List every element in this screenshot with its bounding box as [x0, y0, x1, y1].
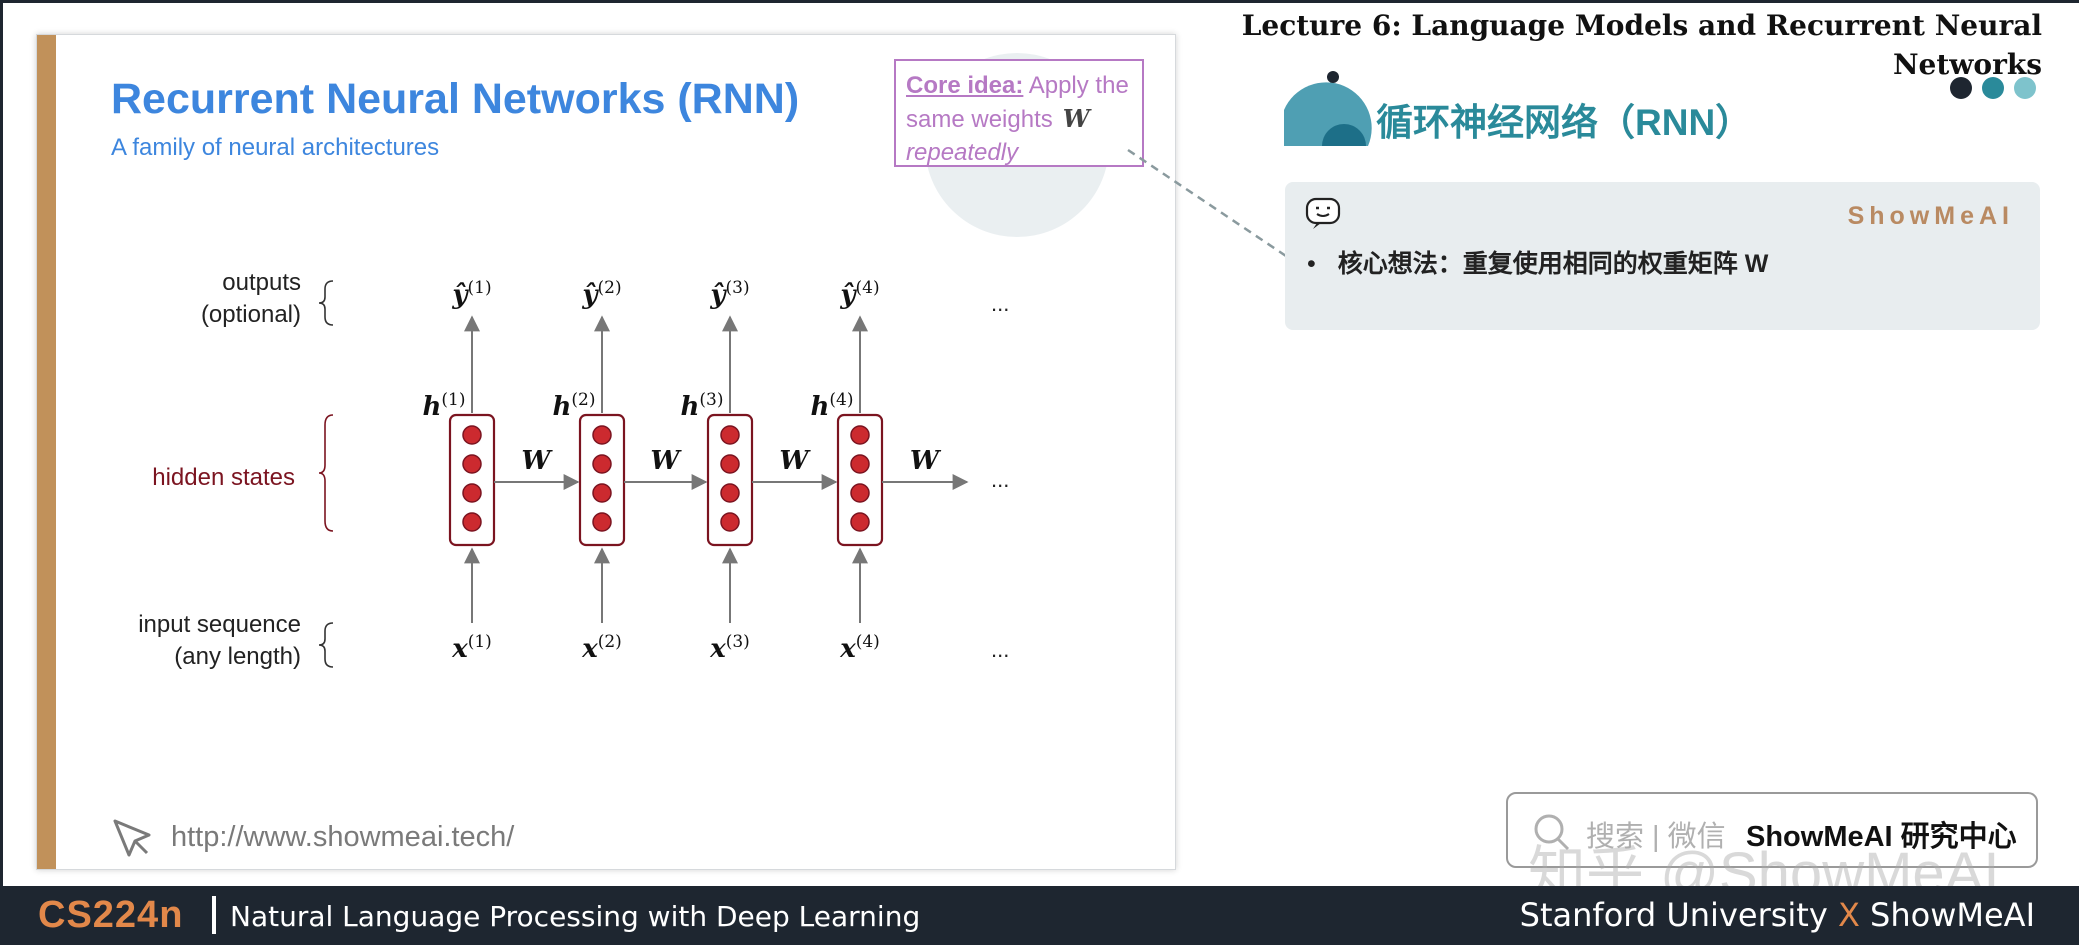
header-decoration: [1284, 71, 1372, 146]
core-idea-symbol: W: [1062, 104, 1090, 133]
hidden-label-3: h(3): [681, 390, 724, 422]
slide: Recurrent Neural Networks (RNN) A family…: [36, 34, 1176, 870]
weight-label-3: W: [779, 446, 811, 476]
neuron: [592, 512, 612, 532]
footer-brand: ShowMeAI: [1870, 896, 2035, 934]
frame-top: [0, 0, 2079, 3]
neuron: [592, 483, 612, 503]
note-bullet: •核心想法：重复使用相同的权重矩阵 W: [1307, 250, 1769, 278]
deco-dot-dark: [1950, 77, 1972, 99]
input-label-4: x(4): [839, 632, 880, 664]
output-label-2: ŷ(2): [581, 278, 621, 310]
input-label-3: x(3): [709, 632, 750, 664]
hidden-states-label: hidden states: [152, 464, 295, 491]
outputs-label: outputs: [222, 269, 301, 296]
hidden-cell-3: [706, 413, 754, 547]
neuron: [592, 454, 612, 474]
rnn-diagram: Wŷ(1) h(1) x(1) Wŷ(2) h(2) x(2) Wŷ(3) h(3) x(3) W…: [318, 278, 1010, 668]
search-prefix: 搜索 | 微信: [1586, 821, 1726, 853]
footer-separator: [212, 896, 216, 934]
note-card: ShowMeAI •核心想法：重复使用相同的权重矩阵 W: [1285, 182, 2040, 330]
robot-icon: [1305, 197, 1341, 229]
deco-dot-teal: [1982, 77, 2004, 99]
deco-dot-light: [2014, 77, 2036, 99]
hidden-brace: [318, 414, 334, 532]
hidden-cell-4: [836, 413, 884, 547]
frame-left: [0, 0, 3, 886]
core-idea-label: Core idea:: [906, 72, 1024, 99]
footer-bar: CS224n Natural Language Processing with …: [0, 886, 2079, 945]
ellipsis-inputs: ...: [991, 637, 1009, 662]
ellipsis-outputs: ...: [991, 291, 1009, 316]
lecture-title: Lecture 6: Language Models and Recurrent…: [1241, 9, 2042, 81]
core-idea-emphasis: repeatedly: [906, 139, 1019, 166]
ellipsis-hidden: ...: [991, 467, 1009, 492]
hidden-label-1: h(1): [423, 390, 466, 422]
hidden-cell-2: [578, 413, 626, 547]
hidden-label-4: h(4): [811, 390, 854, 422]
neuron: [592, 425, 612, 445]
slide-url[interactable]: http://www.showmeai.tech/: [171, 821, 515, 853]
footer-university: Stanford University: [1519, 896, 1828, 934]
brand-label: ShowMeAI: [1847, 202, 2014, 230]
neuron: [720, 454, 740, 474]
hidden-label-2: h(2): [553, 390, 596, 422]
neuron: [850, 425, 870, 445]
weight-label-4: W: [910, 446, 942, 476]
outputs-brace: [318, 280, 334, 326]
footer-right: Stanford University X ShowMeAI: [1520, 896, 2035, 934]
slide-subtitle: A family of neural architectures: [111, 134, 440, 161]
core-idea-text: Apply the same weights: [906, 72, 1129, 133]
neuron: [850, 512, 870, 532]
hidden-cell-1: [448, 413, 496, 547]
search-name: ShowMeAI 研究中心: [1746, 821, 2017, 853]
cursor-icon: [113, 819, 151, 857]
neuron: [462, 483, 482, 503]
neuron: [462, 425, 482, 445]
output-label-3: ŷ(3): [709, 278, 749, 310]
neuron: [850, 454, 870, 474]
note-bullet-text: 核心想法：重复使用相同的权重矩阵 W: [1337, 250, 1769, 278]
neuron: [720, 425, 740, 445]
section-title: 循环神经网络（RNN）: [1376, 102, 1753, 143]
input-label-1: x(1): [451, 632, 492, 664]
outputs-optional-label: (optional): [200, 301, 301, 328]
neuron: [462, 512, 482, 532]
neuron: [462, 454, 482, 474]
slide-title: Recurrent Neural Networks (RNN): [111, 75, 800, 123]
footer-subtitle: Natural Language Processing with Deep Le…: [230, 900, 921, 933]
neuron: [720, 512, 740, 532]
search-icon: [1534, 814, 1570, 851]
weight-label-2: W: [650, 446, 682, 476]
input-label: input sequence: [138, 611, 301, 638]
weight-label-1: W: [521, 446, 553, 476]
footer-x: X: [1837, 896, 1860, 934]
output-label-1: ŷ(1): [451, 278, 491, 310]
footer-course: CS224n: [38, 894, 184, 936]
input-brace: [318, 622, 334, 668]
slide-accent-bar: [37, 35, 56, 869]
neuron: [720, 483, 740, 503]
search-box[interactable]: 搜索 | 微信 ShowMeAI 研究中心: [1506, 792, 2038, 868]
neuron: [850, 483, 870, 503]
input-label-2: x(2): [581, 632, 622, 664]
input-length-label: (any length): [174, 643, 301, 670]
output-label-4: ŷ(4): [839, 278, 879, 310]
rnn-cells: Wŷ(1) h(1) x(1) Wŷ(2) h(2) x(2) Wŷ(3) h(3) x(3) W…: [423, 278, 1010, 664]
